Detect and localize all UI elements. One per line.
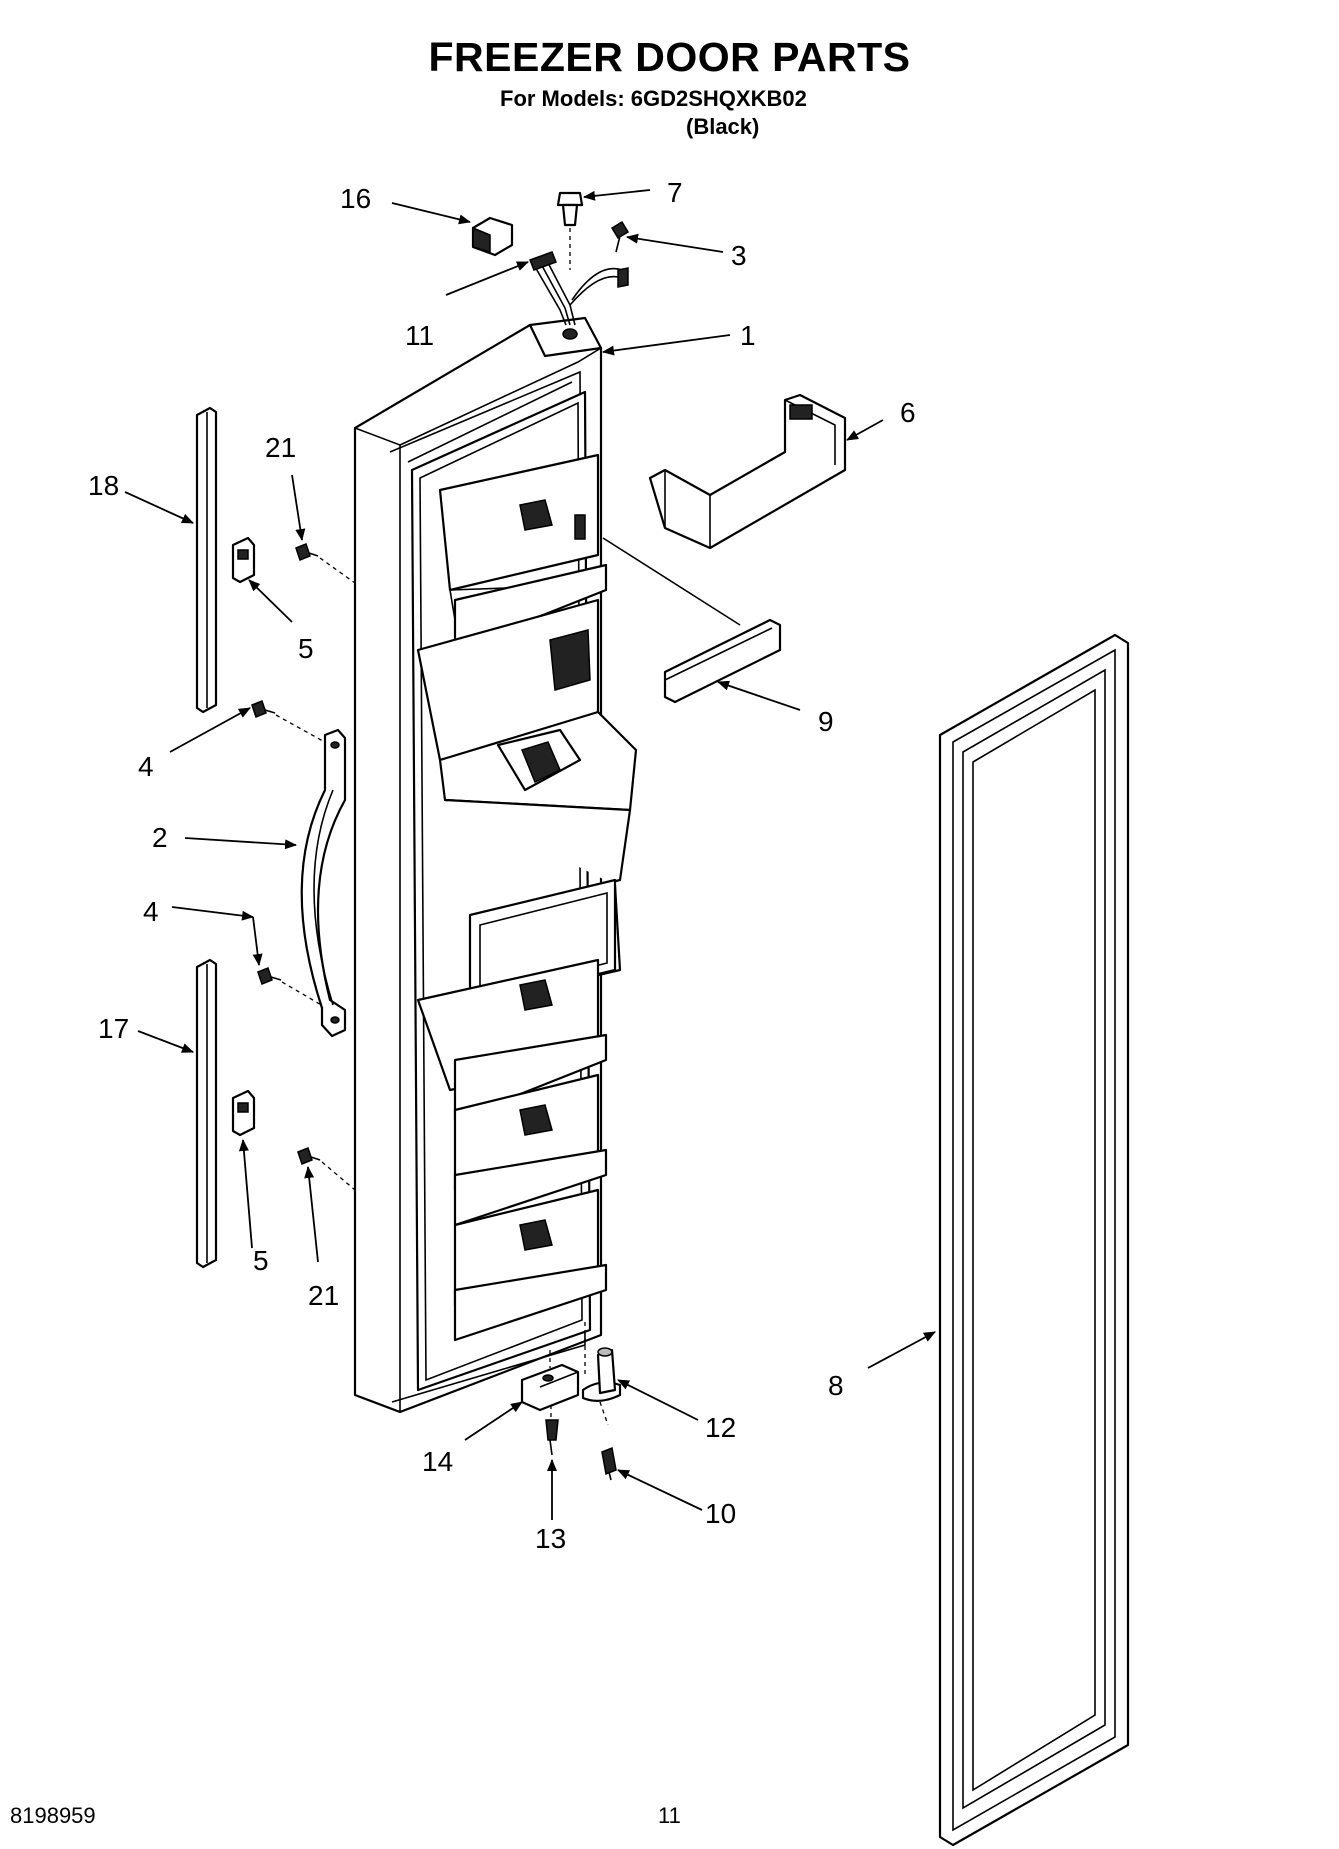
screw-4-lower xyxy=(257,967,331,1011)
callout-17: 17 xyxy=(98,1013,129,1044)
trim-clip-upper xyxy=(231,536,256,584)
bottom-hinge xyxy=(581,1322,622,1426)
callout-13: 13 xyxy=(535,1523,566,1554)
page-title: FREEZER DOOR PARTS xyxy=(428,34,911,80)
middle-door-shelf xyxy=(416,958,608,1122)
lower-handle-trim xyxy=(195,958,218,1269)
callout-2: 2 xyxy=(152,822,168,853)
callout-4-lower: 4 xyxy=(143,896,159,927)
screw-13 xyxy=(545,1405,559,1456)
callout-14: 14 xyxy=(422,1446,453,1477)
model-color: (Black) xyxy=(686,114,760,139)
leader-lines xyxy=(124,189,936,1520)
callout-21-lower: 21 xyxy=(308,1280,339,1311)
callout-10: 10 xyxy=(705,1498,736,1529)
wire-connector-cover xyxy=(471,216,514,257)
dispenser-trim xyxy=(602,537,782,704)
callout-1: 1 xyxy=(740,320,756,351)
screw-21-lower xyxy=(297,1147,356,1191)
model-number: For Models: 6GD2SHQXKB02 xyxy=(500,86,807,111)
callout-12: 12 xyxy=(705,1412,736,1443)
wire-harness xyxy=(529,251,629,326)
dispenser-cavity xyxy=(416,598,638,1007)
screw-3 xyxy=(610,220,630,253)
lower-door-shelf-2 xyxy=(453,1188,608,1342)
callout-7: 7 xyxy=(667,177,683,208)
lower-door-shelf-1 xyxy=(453,1073,608,1227)
document-number: 8198959 xyxy=(10,1803,96,1828)
screw-10 xyxy=(601,1446,617,1481)
upper-handle-trim xyxy=(195,406,218,714)
callout-3: 3 xyxy=(731,240,747,271)
callout-labels: 16 7 3 11 1 6 21 18 5 9 4 2 4 17 5 21 8 … xyxy=(88,177,916,1554)
callout-11: 11 xyxy=(405,320,434,351)
callout-5-lower: 5 xyxy=(253,1245,269,1276)
callout-16: 16 xyxy=(340,183,371,214)
callout-6: 6 xyxy=(900,397,916,428)
door-handle xyxy=(300,728,347,1038)
hinge-plug xyxy=(556,191,584,270)
callout-8: 8 xyxy=(828,1370,844,1401)
callout-4-upper: 4 xyxy=(138,751,154,782)
callout-5-upper: 5 xyxy=(298,633,314,664)
callout-9: 9 xyxy=(818,706,834,737)
callout-21-upper: 21 xyxy=(265,432,296,463)
door-gasket xyxy=(938,633,1130,1847)
page-number: 11 xyxy=(658,1803,681,1828)
door-bin xyxy=(648,393,847,550)
callout-18: 18 xyxy=(88,470,119,501)
screw-21-upper xyxy=(295,543,356,584)
trim-clip-lower xyxy=(231,1089,256,1137)
screw-4-upper xyxy=(251,700,331,746)
